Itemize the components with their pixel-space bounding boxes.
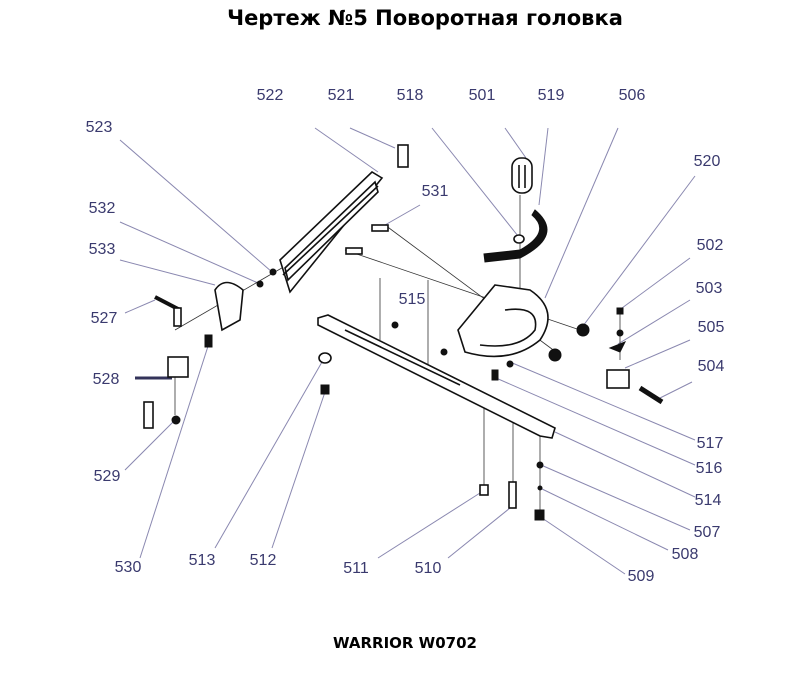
washer-513-part [318,352,332,364]
label-514: 514 [694,492,722,509]
nut-529-part [171,415,181,425]
label-506: 506 [618,87,646,104]
label-508: 508 [671,546,699,563]
label-502: 502 [696,237,724,254]
label-519: 519 [537,87,565,104]
bracket-533-part [214,281,244,332]
label-530: 530 [114,559,142,576]
label-520: 520 [693,153,721,170]
block-528-part [167,356,189,378]
lock-handle-part [511,157,533,194]
label-510: 510 [414,560,442,577]
pin-part [638,385,664,405]
label-505: 505 [697,319,725,336]
leader-lines [119,127,696,575]
label-532: 532 [88,200,116,217]
washer-part [513,234,525,244]
label-517: 517 [696,435,724,452]
bolt-510-part [508,481,517,509]
washer-508-part [537,485,543,491]
screw-531b-part [345,247,363,255]
knob-part-2 [548,348,562,362]
diagram-title: Чертеж №5 Поворотная головка [227,6,623,30]
nut-512-part [320,384,330,395]
label-529: 529 [93,468,121,485]
label-501: 501 [468,87,496,104]
nut-523-part [269,268,277,276]
label-523: 523 [85,119,113,136]
label-518: 518 [396,87,424,104]
pin-530-part [204,334,213,348]
miter-head-part [457,284,549,358]
label-513: 513 [188,552,216,569]
scale-plate-part [483,209,548,263]
nut-part [616,329,624,337]
pointer-part [608,341,627,353]
label-509: 509 [627,568,655,585]
screw-531-part [371,224,389,232]
fence-part [279,170,384,294]
set-screw-part [491,369,499,381]
washer-507-part [536,461,544,469]
label-528: 528 [92,371,120,388]
label-533: 533 [88,241,116,258]
block-part [606,369,630,389]
model-caption: WARRIOR W0702 [333,634,477,652]
label-516: 516 [695,460,723,477]
screw-part-2 [440,348,448,356]
screw-part [616,307,624,315]
label-527: 527 [90,310,118,327]
label-515: 515 [398,291,426,308]
label-531: 531 [421,183,449,200]
fence-clamp-part [397,144,409,168]
label-522: 522 [256,87,284,104]
bolt-511-part [479,484,489,496]
label-511: 511 [343,560,369,577]
ball-part [506,360,514,368]
washer-532-part [256,280,264,288]
label-504: 504 [697,358,725,375]
label-503: 503 [695,280,723,297]
label-507: 507 [693,524,721,541]
pin-515-part [391,321,399,329]
handle-stem-part [173,307,182,327]
knob-part [576,323,590,337]
label-521: 521 [327,87,355,104]
nut-509-part [534,509,545,521]
label-512: 512 [249,552,277,569]
miter-bar-part [317,314,556,439]
stop-529-part [143,401,154,429]
